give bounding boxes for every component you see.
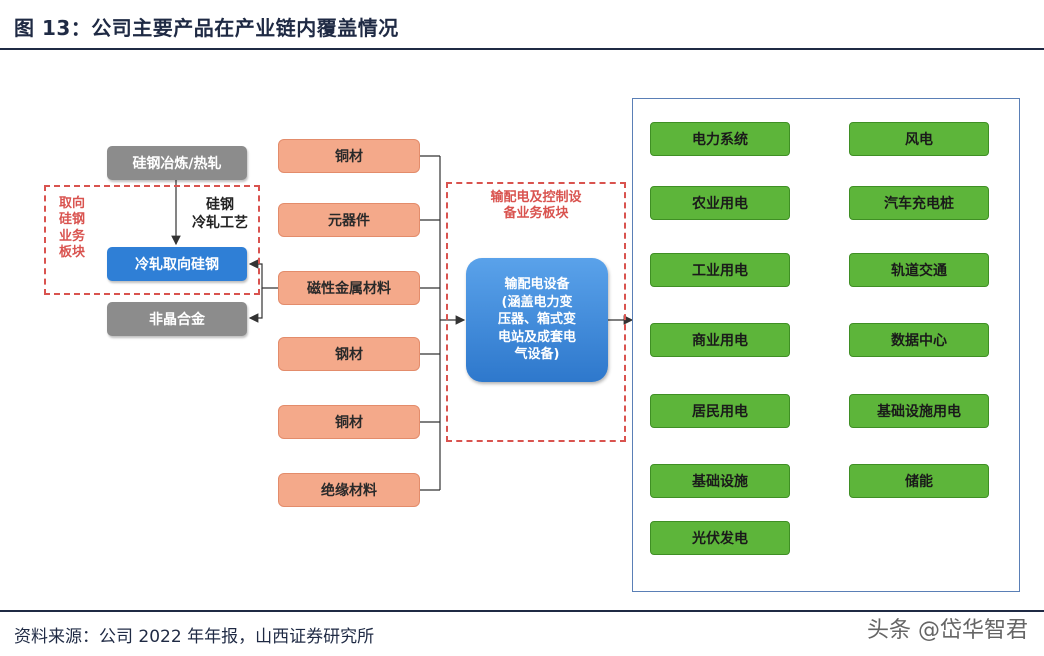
amorphous-alloy-box: 非晶合金 — [107, 302, 247, 336]
figure-title: 图 13：公司主要产品在产业链内覆盖情况 — [14, 16, 399, 40]
cold-rolling-process-label: 硅钢 冷轧工艺 — [192, 197, 248, 232]
application-right-4: 数据中心 — [849, 323, 989, 357]
application-left-6: 基础设施 — [650, 464, 790, 498]
transmission-group-label: 输配电及控制设 备业务板块 — [490, 190, 582, 222]
application-right-2: 汽车充电桩 — [849, 186, 989, 220]
transmission-distribution-equipment-box: 输配电设备 (涵盖电力变 压器、箱式变 电站及成套电 气设备) — [466, 258, 608, 382]
material-box-2: 元器件 — [278, 203, 420, 237]
application-left-1: 电力系统 — [650, 122, 790, 156]
grain-oriented-group-label: 取向 硅钢 业务 板块 — [58, 196, 85, 260]
application-left-3: 工业用电 — [650, 253, 790, 287]
application-left-4: 商业用电 — [650, 323, 790, 357]
watermark: 头条 @岱华智君 — [867, 618, 1028, 643]
source-note: 资料来源：公司 2022 年年报，山西证券研究所 — [14, 627, 375, 647]
application-right-5: 基础设施用电 — [849, 394, 989, 428]
application-left-2: 农业用电 — [650, 186, 790, 220]
material-box-5: 铜材 — [278, 405, 420, 439]
material-box-3: 磁性金属材料 — [278, 271, 420, 305]
transmission-equipment-group — [446, 182, 626, 442]
application-left-5: 居民用电 — [650, 394, 790, 428]
material-box-6: 绝缘材料 — [278, 473, 420, 507]
application-right-3: 轨道交通 — [849, 253, 989, 287]
material-box-1: 铜材 — [278, 139, 420, 173]
grain-oriented-silicon-steel-group — [44, 185, 260, 295]
smelting-hot-rolling-box: 硅钢冶炼/热轧 — [107, 146, 247, 180]
cold-rolled-grain-oriented-steel-box: 冷轧取向硅钢 — [107, 247, 247, 281]
top-rule — [0, 48, 1044, 50]
applications-frame — [632, 98, 1020, 592]
application-right-6: 储能 — [849, 464, 989, 498]
application-right-1: 风电 — [849, 122, 989, 156]
application-left-7: 光伏发电 — [650, 521, 790, 555]
bottom-rule — [0, 610, 1044, 612]
material-box-4: 钢材 — [278, 337, 420, 371]
